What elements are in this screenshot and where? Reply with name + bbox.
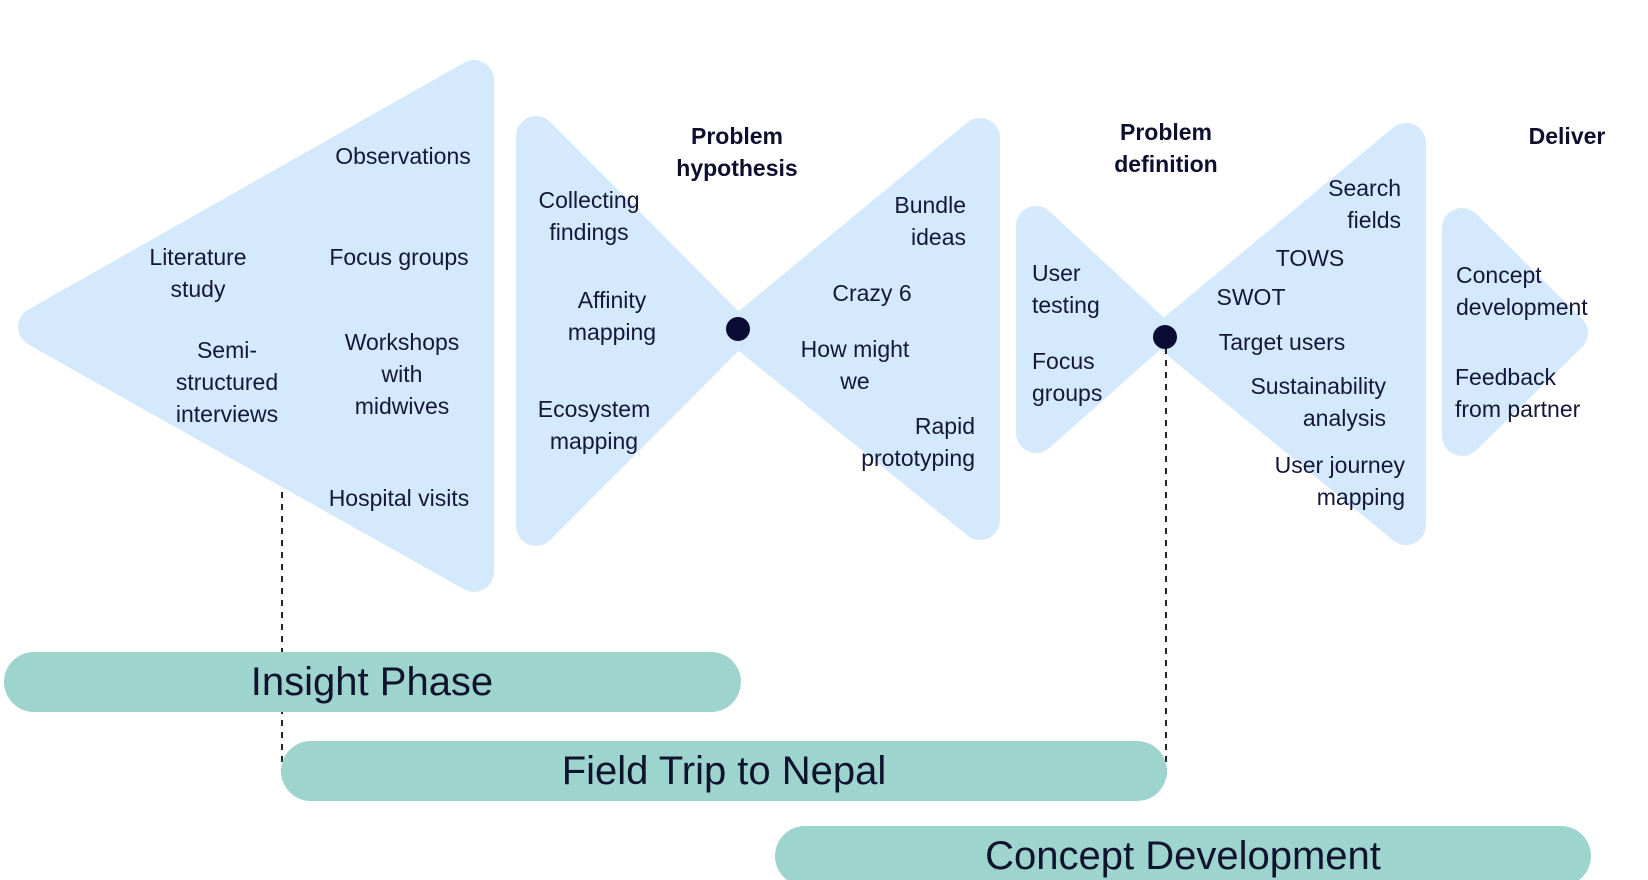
label-feedback-from-partner: Feedback from partner: [1455, 364, 1581, 422]
label-line: SWOT: [1217, 284, 1286, 310]
deliver-triangle: [1442, 208, 1588, 456]
label-line: Deliver: [1529, 123, 1606, 149]
insight-phase-bar: [4, 652, 741, 712]
label-line: Problem: [691, 123, 783, 149]
label-focus-groups-2: Focus groups: [1032, 348, 1102, 406]
label-user-journey-mapping: User journey mapping: [1275, 452, 1406, 510]
label-line: hypothesis: [676, 155, 797, 181]
label-line: Feedback: [1455, 364, 1557, 390]
label-workshops-with-midwives: Workshops with midwives: [345, 329, 460, 419]
label-literature-study: Literature study: [149, 244, 246, 302]
label-line: Sustainability: [1250, 373, 1386, 399]
label-bundle-ideas: Bundle ideas: [894, 192, 966, 250]
testing-triangle: [1016, 206, 1170, 453]
problem-definition-node: [1153, 325, 1177, 349]
label-line: from partner: [1455, 396, 1581, 422]
label-line: Search: [1328, 175, 1401, 201]
label-crazy-6: Crazy 6: [832, 280, 911, 306]
label-line: Ecosystem: [538, 396, 650, 422]
label-line: structured: [176, 369, 278, 395]
label-search-fields: Search fields: [1328, 175, 1401, 233]
field-trip-label: Field Trip to Nepal: [562, 749, 887, 793]
label-line: we: [839, 368, 869, 394]
concept-development-bar: [775, 826, 1591, 880]
label-line: mapping: [568, 319, 656, 345]
label-line: mapping: [1317, 484, 1405, 510]
label-line: TOWS: [1276, 245, 1345, 271]
label-tows: TOWS: [1276, 245, 1345, 271]
label-line: mapping: [550, 428, 638, 454]
design-triangle: [1154, 123, 1426, 545]
heading-deliver: Deliver: [1529, 123, 1606, 149]
label-line: User journey: [1275, 452, 1406, 478]
label-line: Focus: [1032, 348, 1095, 374]
label-line: Target users: [1219, 329, 1346, 355]
label-line: Collecting: [539, 187, 640, 213]
label-target-users: Target users: [1219, 329, 1346, 355]
label-line: Bundle: [894, 192, 966, 218]
label-line: fields: [1347, 207, 1401, 233]
label-affinity-mapping: Affinity mapping: [568, 287, 656, 345]
discover-triangle: [18, 60, 494, 592]
label-how-might-we: How might we: [801, 336, 910, 394]
label-semi-structured-interviews: Semi-structured interviews: [176, 337, 278, 427]
label-line: analysis: [1303, 405, 1386, 431]
label-line: midwives: [355, 393, 450, 419]
label-rapid-prototyping: Rapid prototyping: [861, 413, 975, 471]
label-line: ideas: [911, 224, 966, 250]
heading-problem-definition: Problem definition: [1114, 119, 1217, 177]
label-swot: SWOT: [1217, 284, 1286, 310]
define-triangle: [516, 116, 750, 546]
label-line: How might: [801, 336, 910, 362]
problem-hypothesis-node: [726, 317, 750, 341]
label-line: with: [381, 361, 423, 387]
label-line: User: [1032, 260, 1081, 286]
label-line: Hospital visits: [329, 485, 470, 511]
label-line: Focus groups: [329, 244, 468, 270]
heading-problem-hypothesis: Problem hypothesis: [676, 123, 797, 181]
label-observations: Observations: [335, 143, 471, 169]
label-line: testing: [1032, 292, 1100, 318]
label-concept-development: Concept development: [1456, 262, 1588, 320]
concept-development-label: Concept Development: [985, 834, 1381, 878]
insight-phase-label: Insight Phase: [251, 660, 493, 704]
label-user-testing: User testing: [1032, 260, 1100, 318]
field-trip-bar: [281, 741, 1167, 801]
label-line: Concept: [1456, 262, 1542, 288]
label-line: findings: [549, 219, 628, 245]
label-line: Crazy 6: [832, 280, 911, 306]
develop-triangle: [726, 118, 1000, 540]
label-line: Rapid: [915, 413, 975, 439]
label-line: prototyping: [861, 445, 975, 471]
label-line: interviews: [176, 401, 278, 427]
label-line: definition: [1114, 151, 1217, 177]
label-ecosystem-mapping: Ecosystem mapping: [538, 396, 650, 454]
label-line: groups: [1032, 380, 1102, 406]
label-line: Semi-: [197, 337, 257, 363]
label-line: Observations: [335, 143, 471, 169]
label-line: development: [1456, 294, 1588, 320]
label-focus-groups: Focus groups: [329, 244, 468, 270]
label-line: study: [171, 276, 226, 302]
label-sustainability-analysis: Sustainability analysis: [1250, 373, 1386, 431]
label-line: Literature: [149, 244, 246, 270]
label-line: Problem: [1120, 119, 1212, 145]
label-line: Affinity: [578, 287, 647, 313]
label-line: Workshops: [345, 329, 460, 355]
label-collecting-findings: Collecting findings: [539, 187, 640, 245]
label-hospital-visits: Hospital visits: [329, 485, 470, 511]
